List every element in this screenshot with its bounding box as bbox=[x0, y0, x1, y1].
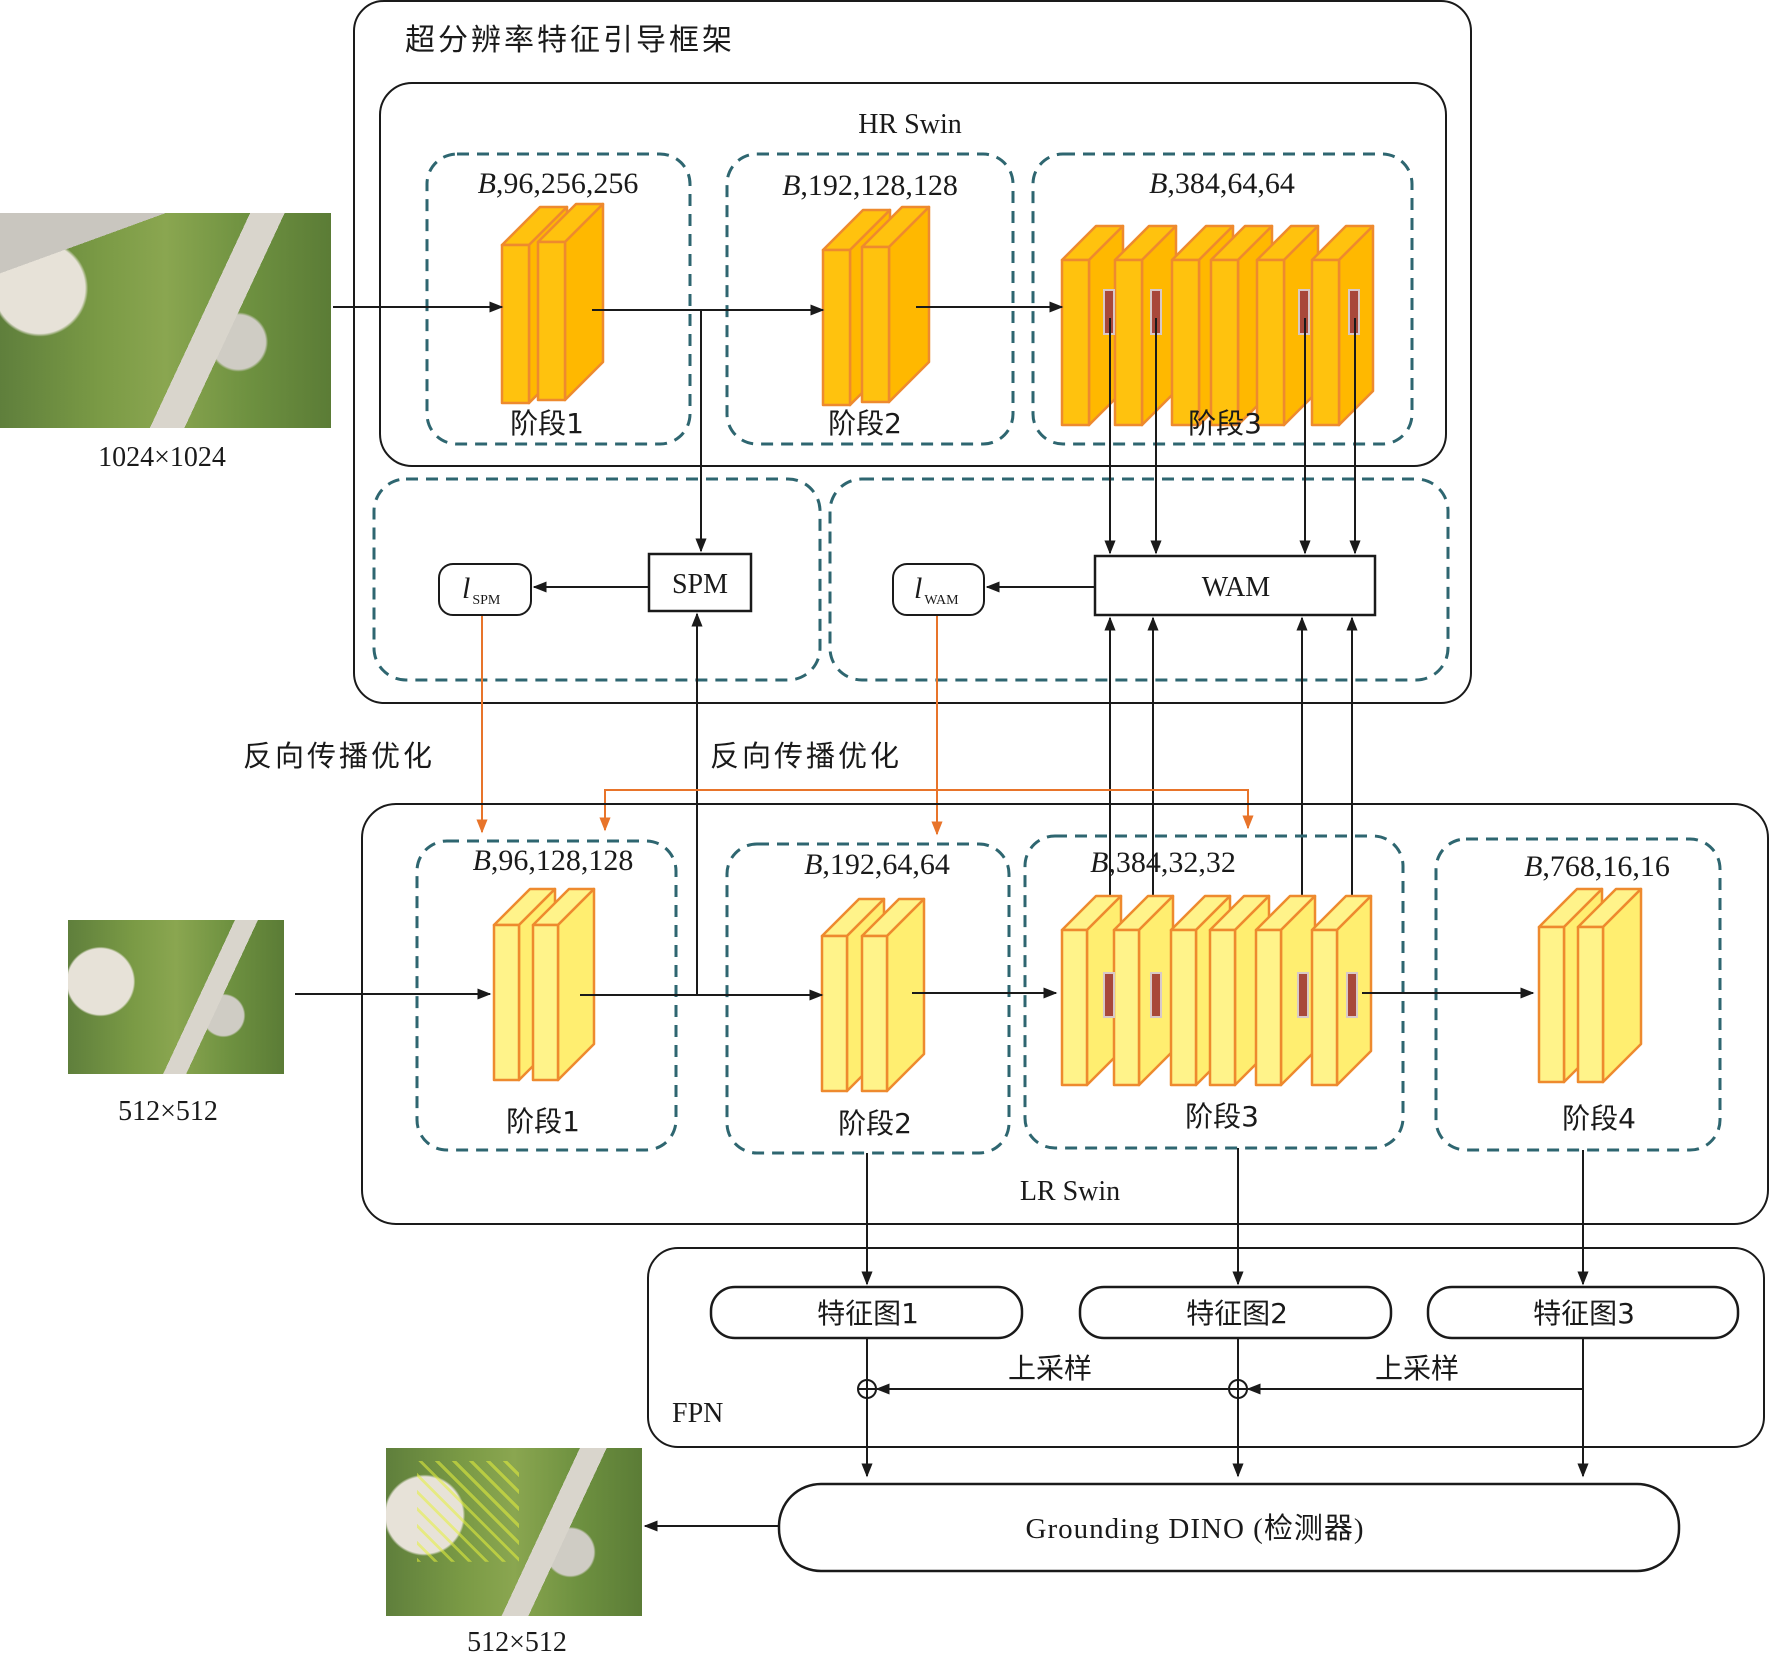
hr-input-image bbox=[0, 213, 331, 428]
spm-box bbox=[647, 552, 753, 613]
wam-label: WAM bbox=[1202, 572, 1271, 603]
window-attention-mark bbox=[1297, 972, 1309, 1018]
lr-input-caption: 512×512 bbox=[118, 1096, 218, 1127]
lr-swin-label: LR Swin bbox=[1020, 1176, 1120, 1207]
hr-stage2-label: 阶段2 bbox=[828, 407, 902, 440]
lr-stage2-label: 阶段2 bbox=[838, 1107, 912, 1140]
sr-guidance-framework bbox=[353, 0, 1472, 704]
lr-stage4-box bbox=[1434, 837, 1722, 1152]
hr-stage3-block bbox=[1310, 224, 1375, 427]
add-icon-2 bbox=[1228, 1379, 1248, 1399]
lr-stage2-block bbox=[860, 897, 926, 1093]
lr-stage4-block bbox=[1576, 887, 1643, 1084]
hr-input-caption: 1024×1024 bbox=[98, 442, 226, 473]
lr-stage2-shape: B,192,64,64 bbox=[804, 848, 950, 881]
hr-stage1-box bbox=[425, 152, 692, 446]
feature-map-1-label: 特征图1 bbox=[817, 1297, 919, 1330]
backprop-branch-arrow bbox=[599, 789, 1254, 832]
spm-label: SPM bbox=[672, 569, 728, 600]
lr-swin-frame bbox=[361, 803, 1769, 1225]
backprop-label-2: 反向传播优化 bbox=[710, 739, 902, 773]
hr-stage3-label: 阶段3 bbox=[1188, 407, 1262, 440]
lr-stage3-shape: B,384,32,32 bbox=[1090, 846, 1236, 879]
lr-stage2-box bbox=[725, 842, 1011, 1155]
lr-stage4-shape: B,768,16,16 bbox=[1524, 850, 1670, 883]
lr-stage4-label: 阶段4 bbox=[1562, 1102, 1636, 1135]
lr-stage3-block bbox=[1169, 894, 1232, 1087]
hr-stage3-shape: B,384,64,64 bbox=[1149, 167, 1295, 200]
hr-stage3-block bbox=[1113, 224, 1178, 427]
lr-stage1-label: 阶段1 bbox=[506, 1105, 580, 1138]
fpn-label: FPN bbox=[672, 1398, 723, 1429]
l-spm-box bbox=[438, 563, 532, 616]
feature-map-2-label: 特征图2 bbox=[1186, 1297, 1288, 1330]
backprop-label-1: 反向传播优化 bbox=[243, 739, 435, 773]
detector-label: Grounding DINO (检测器) bbox=[1026, 1512, 1365, 1545]
lr-stage1-block bbox=[531, 887, 596, 1082]
window-attention-mark bbox=[1103, 972, 1115, 1018]
output-caption: 512×512 bbox=[467, 1627, 567, 1655]
hr-stage1-label: 阶段1 bbox=[510, 407, 584, 440]
hr-swin-label: HR Swin bbox=[858, 109, 961, 140]
hr-to-wam-arrows bbox=[1104, 318, 1361, 555]
hr-swin-frame bbox=[379, 82, 1447, 467]
framework-title: 超分辨率特征引导框架 bbox=[405, 23, 735, 58]
wam-module-box bbox=[828, 477, 1450, 682]
feature-map-3-label: 特征图3 bbox=[1533, 1297, 1635, 1330]
spm-module-box bbox=[372, 477, 822, 682]
feature-map-2 bbox=[1078, 1285, 1393, 1340]
hr-stage3-box bbox=[1031, 152, 1414, 446]
add-icon-1 bbox=[857, 1379, 877, 1399]
fpn-frame bbox=[647, 1247, 1765, 1448]
lr-stage3-block bbox=[1310, 894, 1373, 1087]
lr-stage3-label: 阶段3 bbox=[1185, 1100, 1259, 1133]
grounding-dino-detector bbox=[777, 1482, 1681, 1573]
hr-stage2-block bbox=[860, 205, 931, 404]
hr-stage1-shape: B,96,256,256 bbox=[478, 167, 639, 200]
lr-stage1-shape: B,96,128,128 bbox=[473, 844, 634, 877]
hr-stage2-box bbox=[725, 152, 1015, 446]
window-attention-mark bbox=[1346, 972, 1358, 1018]
wam-box bbox=[1093, 554, 1377, 617]
lr-input-image bbox=[68, 920, 284, 1074]
hr-stage2-shape: B,192,128,128 bbox=[782, 169, 958, 202]
lr-stage3-block bbox=[1112, 894, 1175, 1087]
window-attention-mark bbox=[1150, 972, 1162, 1018]
upsample-label-1: 上采样 bbox=[1008, 1352, 1092, 1385]
upsample-label-2: 上采样 bbox=[1375, 1352, 1459, 1385]
output-detection-image bbox=[386, 1448, 642, 1616]
l-wam-box bbox=[892, 563, 985, 616]
hr-stage1-block bbox=[536, 202, 605, 402]
